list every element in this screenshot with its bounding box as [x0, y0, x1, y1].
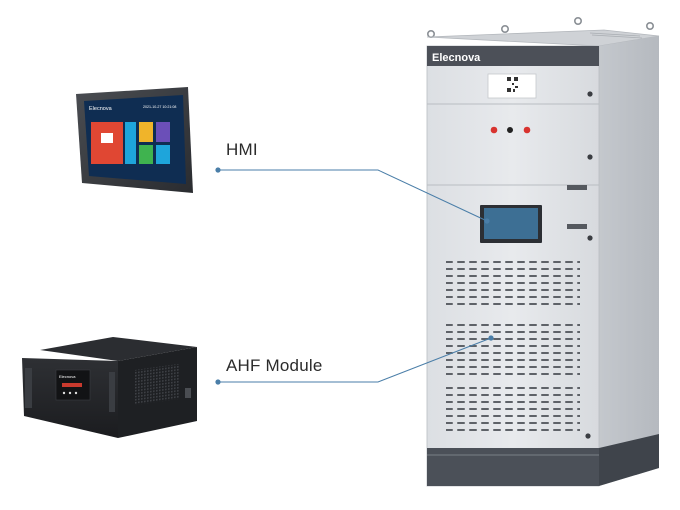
cabinet-vent — [446, 386, 580, 436]
cabinet-hmi-display — [480, 205, 542, 243]
cabinet-brand: Elecnova — [432, 52, 481, 64]
hmi-screen-brand: Elecnova — [89, 106, 113, 112]
cabinet — [426, 16, 660, 487]
hmi-screen-datetime: 2021-10-27 10:21:08 — [143, 105, 176, 109]
indicator-lights — [490, 126, 531, 134]
hmi-callout — [215, 167, 490, 224]
ahf-module-label: AHF Module — [226, 356, 323, 375]
cabinet-vent — [446, 256, 580, 310]
ahf-module-brand: Elecnova — [59, 374, 76, 379]
callout-dot-icon — [215, 167, 221, 173]
ahf-module — [22, 337, 197, 438]
callout-dot-icon — [215, 379, 221, 385]
hmi-app-tiles — [91, 122, 170, 164]
qr-code-icon — [487, 73, 537, 99]
cabinet-vent — [446, 321, 580, 375]
callout-dot-icon — [484, 218, 490, 224]
callout-dot-icon — [488, 335, 494, 341]
ahf-callout — [215, 335, 494, 385]
hmi-panel — [76, 87, 193, 193]
hmi-label: HMI — [226, 140, 258, 159]
